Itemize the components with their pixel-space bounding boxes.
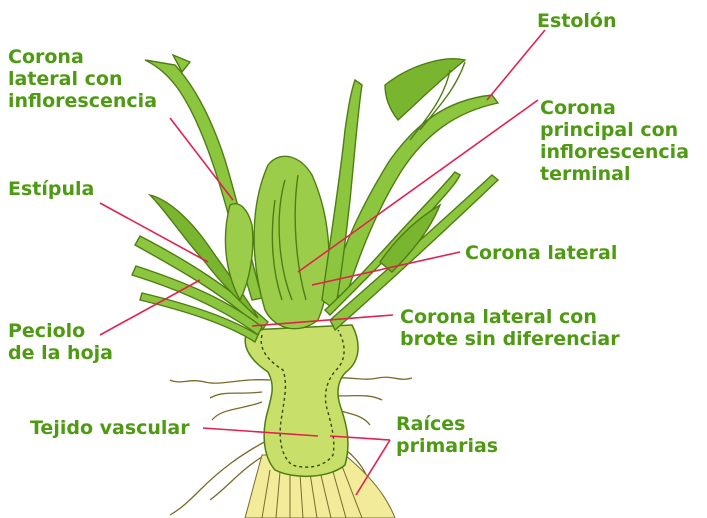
label-corona-principal: Corona principal con inflorescencia term… [540,97,689,185]
label-line: Corona lateral con [400,306,620,328]
label-corona-lateral-brote: Corona lateral con brote sin diferenciar [400,306,620,350]
label-estolon-line-1: Estolón [537,10,617,32]
label-line: Raíces [396,413,498,435]
label-line: Corona [8,46,157,68]
label-tejido-vascular: Tejido vascular [30,417,190,439]
label-estipula: Estípula [8,178,94,200]
label-raices-primarias: Raíces primarias [396,413,498,457]
label-line: lateral con [8,68,157,90]
label-corona-lateral: Corona lateral [465,242,617,264]
label-line: Corona [540,97,689,119]
leaves [132,55,498,342]
label-line: Peciolo [8,320,113,342]
label-line: principal con [540,119,689,141]
label-line: de la hoja [8,342,113,364]
label-peciolo: Peciolo de la hoja [8,320,113,364]
label-line: brote sin diferenciar [400,328,620,350]
label-line: Corona lateral [465,242,617,264]
label-estolon: Estolón [537,10,617,32]
label-line: Tejido vascular [30,417,190,439]
label-line: Estípula [8,178,94,200]
label-line: primarias [396,435,498,457]
leader-estolon [487,30,545,100]
label-line: terminal [540,163,689,185]
label-line: inflorescencia [540,141,689,163]
label-line: inflorescencia [8,90,157,112]
label-corona-lateral-inflorescencia: Corona lateral con inflorescencia [8,46,157,112]
